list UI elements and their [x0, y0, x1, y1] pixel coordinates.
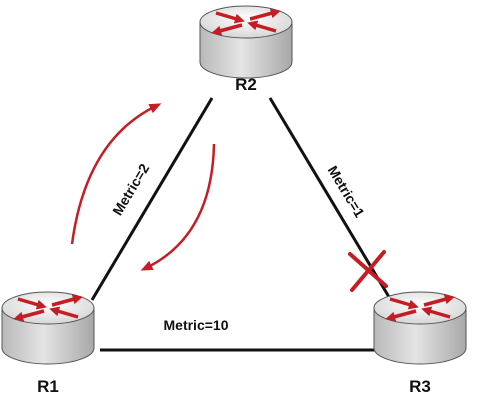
router-r2[interactable] — [200, 6, 292, 78]
metric-label-r2-r3: Metric=1 — [325, 163, 368, 220]
router-label-r3: R3 — [409, 377, 431, 396]
metric-label-r1-r3: Metric=10 — [164, 317, 229, 333]
router-icon — [2, 292, 94, 364]
x-mark-icon — [348, 250, 388, 292]
link-r2-r3 — [268, 97, 394, 303]
curved-arrow-icon-up — [70, 103, 162, 245]
link-r1-r2 — [90, 97, 214, 301]
router-label-r1: R1 — [37, 377, 59, 396]
curved-arrow-icon-down — [140, 143, 216, 271]
router-icon — [374, 292, 466, 364]
router-r1[interactable] — [2, 292, 94, 364]
router-icon — [200, 6, 292, 78]
router-label-r2: R2 — [235, 75, 257, 94]
router-r3[interactable] — [374, 292, 466, 364]
